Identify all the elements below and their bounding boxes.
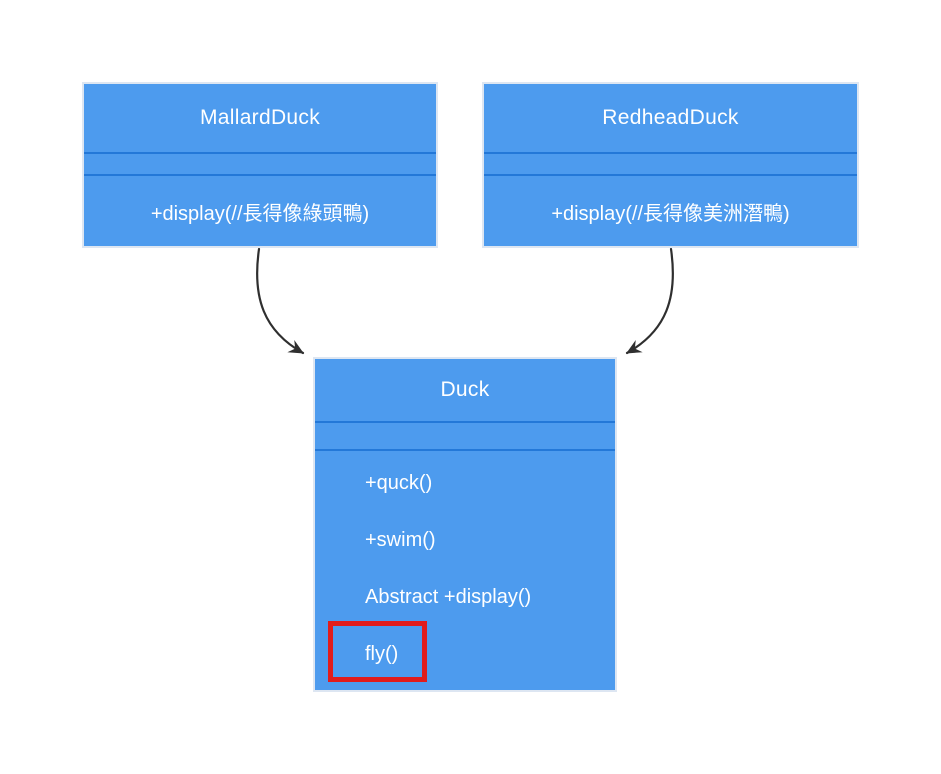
class-attributes-duck [315, 421, 615, 449]
arrow-mallardduck-to-duck [256, 247, 305, 355]
class-box-redheadduck: RedheadDuck +display(//長得像美洲潛鴨) [482, 82, 859, 248]
class-method-duck-display: Abstract +display() [365, 586, 532, 608]
class-method-redheadduck-display: +display(//長得像美洲潛鴨) [551, 202, 790, 225]
class-method-duck-swim: +swim() [365, 529, 436, 551]
fly-highlight-rectangle [328, 621, 427, 682]
class-title-duck: Duck [440, 378, 490, 401]
class-method-mallardduck-display: +display(//長得像綠頭鴨) [150, 202, 370, 225]
class-attributes-mallardduck [84, 152, 436, 174]
arrow-redheadduck-to-duck [625, 247, 674, 355]
class-title-mallardduck: MallardDuck [200, 106, 320, 129]
class-box-duck: Duck +quck() +swim() Abstract +display()… [313, 357, 617, 692]
class-method-duck-fly: fly() [365, 643, 399, 665]
class-method-duck-quck: +quck() [365, 472, 433, 494]
class-attributes-redheadduck [484, 152, 857, 174]
class-title-redheadduck: RedheadDuck [602, 106, 739, 129]
class-box-mallardduck: MallardDuck +display(//長得像綠頭鴨) [82, 82, 438, 248]
